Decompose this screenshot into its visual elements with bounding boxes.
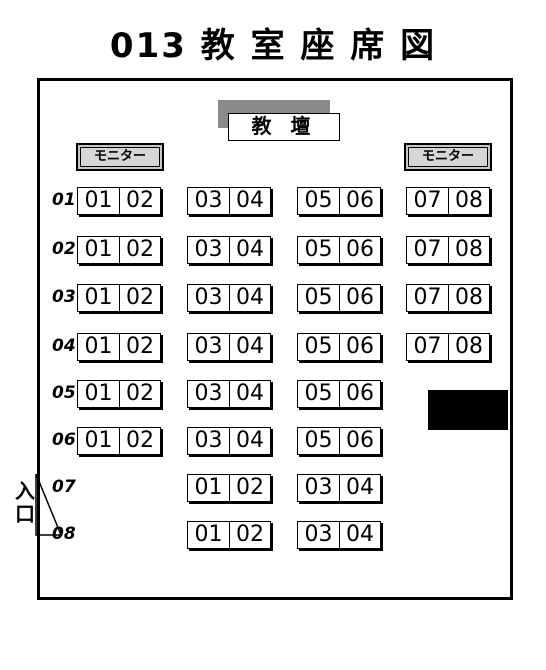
seat-01-07[interactable]: 07 (413, 188, 442, 213)
seat-04-08[interactable]: 08 (448, 334, 489, 360)
seat-07-01[interactable]: 01 (194, 475, 223, 500)
seat-04-03[interactable]: 03 (194, 334, 223, 359)
seat-02-04[interactable]: 04 (229, 237, 270, 263)
monitor-right-label: モニター (408, 147, 488, 167)
seat-01-08[interactable]: 08 (448, 188, 489, 214)
row-label-06: 06 (52, 430, 76, 450)
page-title: 013 教 室 座 席 図 (109, 26, 437, 66)
seat-03-05[interactable]: 05 (304, 285, 333, 310)
entrance-door-icon (35, 473, 63, 536)
seat-05-01[interactable]: 01 (84, 381, 113, 406)
classroom-outline (37, 78, 513, 600)
seat-05-02[interactable]: 02 (119, 381, 160, 407)
seat-01-06[interactable]: 06 (339, 188, 380, 214)
row-label-01: 01 (52, 190, 76, 210)
row-label-04: 04 (52, 336, 76, 356)
seat-06-03[interactable]: 03 (194, 428, 223, 453)
seat-07-04[interactable]: 04 (339, 475, 380, 501)
seat-06-06[interactable]: 06 (339, 428, 380, 454)
seat-07-02[interactable]: 02 (229, 475, 270, 501)
seat-04-02[interactable]: 02 (119, 334, 160, 360)
seat-01-02[interactable]: 02 (119, 188, 160, 214)
seat-02-07[interactable]: 07 (413, 237, 442, 262)
seat-08-04[interactable]: 04 (339, 522, 380, 548)
seat-01-01[interactable]: 01 (84, 188, 113, 213)
row-label-07: 07 (52, 477, 76, 497)
seat-05-03[interactable]: 03 (194, 381, 223, 406)
seat-02-05[interactable]: 05 (304, 237, 333, 262)
seat-03-04[interactable]: 04 (229, 285, 270, 311)
row-label-02: 02 (52, 239, 76, 259)
seat-01-03[interactable]: 03 (194, 188, 223, 213)
monitor-left: モニター (76, 143, 164, 171)
seat-03-06[interactable]: 06 (339, 285, 380, 311)
seat-01-05[interactable]: 05 (304, 188, 333, 213)
seat-03-01[interactable]: 01 (84, 285, 113, 310)
seat-04-04[interactable]: 04 (229, 334, 270, 360)
seat-03-07[interactable]: 07 (413, 285, 442, 310)
seat-06-02[interactable]: 02 (119, 428, 160, 454)
seat-04-01[interactable]: 01 (84, 334, 113, 359)
seat-03-08[interactable]: 08 (448, 285, 489, 311)
seat-08-03[interactable]: 03 (304, 522, 333, 547)
seat-04-06[interactable]: 06 (339, 334, 380, 360)
seat-05-04[interactable]: 04 (229, 381, 270, 407)
entrance-label: 入 口 (14, 480, 36, 526)
seat-02-01[interactable]: 01 (84, 237, 113, 262)
seat-06-05[interactable]: 05 (304, 428, 333, 453)
seat-05-06[interactable]: 06 (339, 381, 380, 407)
seat-02-06[interactable]: 06 (339, 237, 380, 263)
seat-07-03[interactable]: 03 (304, 475, 333, 500)
seat-08-01[interactable]: 01 (194, 522, 223, 547)
monitor-right: モニター (404, 143, 492, 171)
row-label-03: 03 (52, 287, 76, 307)
seat-04-07[interactable]: 07 (413, 334, 442, 359)
podium: 教 壇 (228, 113, 340, 141)
seat-01-04[interactable]: 04 (229, 188, 270, 214)
row-label-05: 05 (52, 383, 76, 403)
seat-03-02[interactable]: 02 (119, 285, 160, 311)
seat-06-04[interactable]: 04 (229, 428, 270, 454)
seat-02-02[interactable]: 02 (119, 237, 160, 263)
entrance-label-line1: 入 (15, 479, 35, 503)
seat-02-03[interactable]: 03 (194, 237, 223, 262)
monitor-left-label: モニター (80, 147, 160, 167)
seat-04-05[interactable]: 05 (304, 334, 333, 359)
seat-03-03[interactable]: 03 (194, 285, 223, 310)
seat-05-05[interactable]: 05 (304, 381, 333, 406)
black-block (428, 390, 508, 430)
seat-08-02[interactable]: 02 (229, 522, 270, 548)
entrance-label-line2: 口 (15, 502, 35, 526)
seat-06-01[interactable]: 01 (84, 428, 113, 453)
seat-02-08[interactable]: 08 (448, 237, 489, 263)
